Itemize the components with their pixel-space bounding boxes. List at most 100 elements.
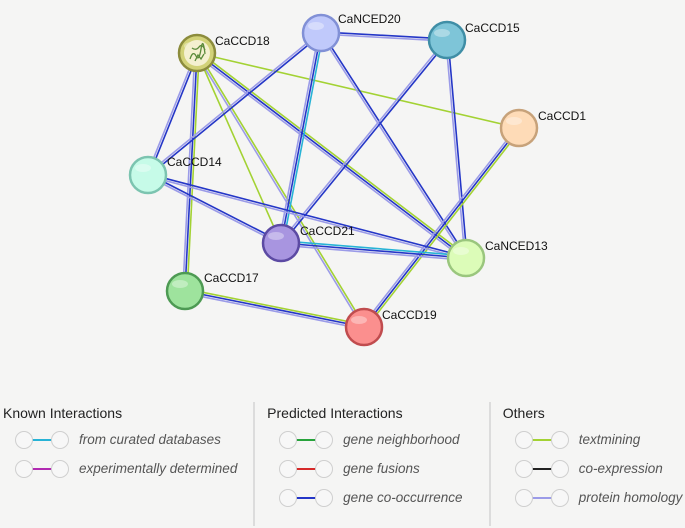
node-label: CaCCD1 — [538, 109, 586, 123]
node-circle — [261, 223, 301, 263]
edge-line-textmining — [196, 52, 520, 129]
edge-line-gene-cooccurrence — [280, 32, 322, 244]
node-canced13[interactable]: CaNCED13 — [446, 238, 548, 278]
edge-line-gene-cooccurrence — [148, 173, 282, 243]
edge-line-gene-cooccurrence — [184, 290, 365, 328]
edge-caccd18-caccd21[interactable] — [196, 52, 282, 244]
edge-caccd18-caccd14[interactable] — [146, 52, 199, 176]
edge-line-protein-homology — [147, 175, 466, 260]
edge-caccd14-caccd21[interactable] — [147, 173, 282, 245]
edge-line-curated-databases — [282, 33, 324, 244]
node-circle — [427, 20, 467, 60]
edge-line-gene-cooccurrence — [363, 127, 520, 328]
node-label: CaNCED20 — [338, 12, 401, 26]
edge-canced20-caccd21[interactable] — [278, 32, 324, 244]
legend-label: gene fusions — [343, 461, 420, 476]
edge-caccd18-caccd17[interactable] — [182, 52, 200, 292]
node-caccd18[interactable]: CaCCD18 — [177, 33, 270, 73]
node-canced20[interactable]: CaNCED20 — [301, 12, 401, 53]
legend-label: gene neighborhood — [343, 432, 460, 447]
legend-title-others: Others — [502, 405, 545, 421]
legend-item-gene-cooccurrence[interactable]: gene co-occurrence — [267, 483, 489, 512]
node-highlight — [453, 247, 469, 255]
legend-title-known: Known Interactions — [3, 405, 123, 421]
legend-divider — [488, 402, 491, 526]
edge-caccd14-canced13[interactable] — [147, 173, 467, 260]
edge-caccd1-caccd19[interactable] — [361, 126, 522, 329]
edge-line-protein-homology — [147, 175, 281, 245]
node-highlight — [135, 164, 151, 172]
edge-caccd18-caccd1[interactable] — [196, 52, 520, 129]
edge-line-textmining — [196, 52, 282, 244]
node-circle — [128, 155, 168, 195]
legend-item-gene-fusions[interactable]: gene fusions — [267, 454, 489, 483]
edge-swatch-textmining — [514, 430, 569, 450]
edge-line-gene-cooccurrence — [148, 33, 323, 177]
node-circle — [499, 108, 539, 148]
legend-item-experimentally-determined[interactable]: experimentally determined — [3, 454, 253, 483]
node-label: CaCCD17 — [204, 271, 259, 285]
edge-line-textmining — [186, 53, 200, 292]
edge-line-protein-homology — [320, 33, 447, 42]
node-caccd14[interactable]: CaCCD14 — [128, 155, 222, 195]
legend-item-coexpression[interactable]: co-expression — [503, 454, 685, 483]
nodes-layer: CaCCD18 CaNCED20CaCCD15CaCCD1CaCCD14CaCCD… — [128, 12, 586, 347]
legend-label: co-expression — [578, 461, 663, 476]
edge-caccd15-caccd21[interactable] — [279, 38, 449, 245]
edge-line-gene-cooccurrence — [148, 53, 199, 176]
edge-line-protein-homology — [146, 31, 321, 175]
edge-line-textmining — [185, 288, 365, 326]
legend-item-protein-homology[interactable]: protein homology — [503, 483, 685, 512]
node-label: CaCCD19 — [382, 308, 437, 322]
node-circle — [301, 13, 341, 53]
node-caccd19[interactable]: CaCCD19 — [344, 307, 437, 347]
edge-caccd18-canced13[interactable] — [195, 50, 468, 261]
node-caccd21[interactable]: CaCCD21 — [261, 223, 355, 263]
node-caccd1[interactable]: CaCCD1 — [499, 108, 586, 148]
edge-caccd18-caccd19[interactable] — [195, 52, 366, 328]
edge-canced20-caccd14[interactable] — [146, 31, 323, 177]
edge-line-gene-cooccurrence — [280, 242, 467, 259]
node-label: CaCCD18 — [215, 34, 270, 48]
edge-line-gene-cooccurrence — [447, 39, 468, 258]
edge-line-gene-cooccurrence — [281, 40, 449, 245]
node-label: CaCCD14 — [167, 155, 222, 169]
legend-title-predicted: Predicted Interactions — [267, 405, 403, 421]
edge-line-protein-homology — [146, 52, 197, 175]
edge-line-protein-homology — [195, 54, 466, 261]
node-caccd17[interactable]: CaCCD17 — [165, 271, 259, 311]
node-circle — [165, 271, 205, 311]
edge-caccd15-canced13[interactable] — [445, 39, 468, 259]
edge-swatch-gene-fusions — [279, 459, 334, 479]
edge-canced20-caccd15[interactable] — [320, 31, 448, 42]
edge-line-protein-homology — [361, 126, 518, 327]
edge-canced20-canced13[interactable] — [319, 31, 468, 260]
node-highlight — [434, 29, 450, 37]
node-circle — [344, 307, 384, 347]
node-circle — [446, 238, 486, 278]
legend-item-curated-databases[interactable]: from curated databases — [3, 425, 253, 454]
legend-label: protein homology — [578, 490, 683, 505]
legend: Known Interactions from curated database… — [0, 400, 685, 528]
node-highlight — [172, 280, 188, 288]
edge-line-textmining — [197, 50, 468, 257]
edge-caccd21-canced13[interactable] — [280, 240, 467, 261]
node-label: CaCCD15 — [465, 21, 520, 35]
legend-item-textmining[interactable]: textmining — [503, 425, 685, 454]
interaction-network: CaCCD18 CaNCED20CaCCD15CaCCD1CaCCD14CaCCD… — [128, 12, 586, 347]
edge-line-protein-homology — [319, 33, 466, 260]
edge-swatch-experimentally-determined — [15, 459, 69, 479]
legend-label: from curated databases — [79, 432, 221, 447]
edge-swatch-gene-neighborhood — [279, 430, 334, 450]
edge-line-gene-cooccurrence — [184, 52, 198, 292]
node-highlight — [351, 316, 367, 324]
edge-swatch-gene-cooccurrence — [279, 488, 334, 508]
legend-item-gene-neighborhood[interactable]: gene neighborhood — [267, 425, 489, 454]
node-label: CaCCD21 — [300, 224, 355, 238]
edge-line-protein-homology — [195, 53, 364, 328]
edges-layer — [146, 31, 522, 330]
legend-label: textmining — [578, 432, 641, 447]
edge-swatch-protein-homology — [514, 488, 569, 508]
node-caccd15[interactable]: CaCCD15 — [427, 20, 520, 60]
edge-caccd17-caccd19[interactable] — [184, 288, 365, 330]
